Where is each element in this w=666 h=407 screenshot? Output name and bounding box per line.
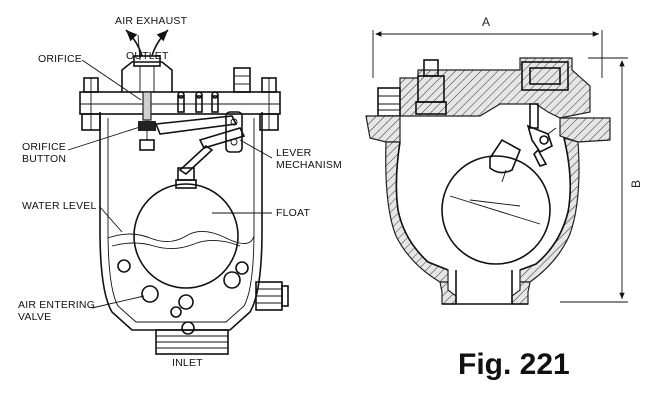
cover-boss: [521, 61, 569, 91]
label-lever-1: LEVER: [276, 147, 312, 159]
flange-bolt-left: [81, 77, 101, 131]
label-inlet: INLET: [172, 357, 203, 369]
label-float: FLOAT: [276, 207, 310, 219]
float: [133, 167, 239, 289]
dimension-b-label: B: [629, 180, 643, 188]
section-bolt-left: [377, 87, 401, 117]
label-water-level: WATER LEVEL: [22, 200, 97, 212]
cover-bolt: [233, 67, 251, 93]
lever-mechanism: [154, 111, 246, 176]
label-lever-2: MECHANISM: [276, 159, 342, 171]
valve-section-drawing: A B: [365, 15, 643, 381]
orifice: [142, 91, 152, 121]
exhaust-arrow-left: [125, 29, 143, 57]
orifice-button: [138, 121, 156, 131]
label-orifice-button-1: ORIFICE: [22, 141, 66, 153]
side-plug: [255, 281, 289, 311]
section-float: [441, 155, 551, 265]
section-lever: [526, 103, 557, 167]
inlet-neck-left: [439, 281, 457, 305]
figure-caption: Fig. 221: [458, 348, 570, 381]
label-air-entering-2: VALVE: [18, 311, 51, 323]
outlet-boss: [121, 61, 173, 92]
float-guide: [489, 138, 522, 174]
label-orifice-button-2: BUTTON: [22, 153, 66, 165]
label-orifice: ORIFICE: [38, 53, 82, 65]
inlet-neck-right: [511, 281, 531, 305]
air-bubbles: [117, 259, 249, 335]
flange-bolt-right: [259, 77, 279, 131]
body-wall-left: [385, 141, 449, 283]
label-air-exhaust: AIR EXHAUST: [115, 15, 188, 27]
air-release-valve-schematic: AIR EXHAUST OUTLET ORIFICE ORIFICE BUTTO…: [18, 15, 342, 369]
label-outlet: OUTLET: [126, 50, 169, 62]
label-air-entering-1: AIR ENTERING: [18, 299, 95, 311]
inlet-connection: [155, 329, 229, 355]
body-flange-right: [559, 117, 611, 143]
dimension-a-label: A: [482, 15, 490, 29]
body-flange-left: [365, 115, 401, 143]
cover-studs: [177, 91, 219, 113]
water-level-line: [107, 231, 255, 244]
cover-section: [399, 57, 591, 119]
exhaust-arrow-right: [151, 29, 169, 57]
